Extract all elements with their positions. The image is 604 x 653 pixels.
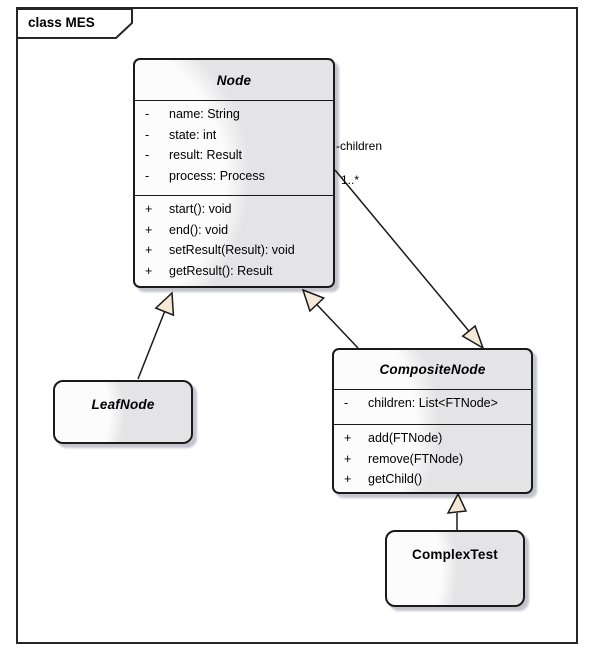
class-node[interactable]: Node - name: String - state: int - resul… [133, 58, 335, 288]
attributes-compartment-node: - name: String - state: int - result: Re… [135, 100, 333, 195]
method-row: + start(): void [145, 202, 329, 223]
visibility-symbol: + [344, 431, 352, 445]
generalization-arrowhead-icon [446, 492, 468, 514]
association-multiplicity-label: 1..* [341, 173, 360, 187]
visibility-symbol: - [145, 127, 150, 142]
method-text: getResult(): Result [169, 263, 273, 278]
generalization-complextest-to-compositenode[interactable] [446, 492, 468, 530]
generalization-compositenode-to-node[interactable] [301, 288, 359, 349]
class-leafnode[interactable]: LeafNode [53, 380, 193, 444]
class-name-leafnode: LeafNode [91, 397, 155, 412]
attributes-compartment-compositenode: - children: List<FTNode> [334, 389, 531, 424]
method-text: getChild() [368, 472, 423, 486]
association-arrowhead-icon [461, 324, 485, 350]
method-row: + end(): void [145, 223, 329, 244]
class-name-complextest: ComplexTest [412, 547, 498, 562]
method-text: start(): void [169, 202, 232, 216]
visibility-symbol: + [344, 451, 352, 466]
generalization-line [316, 303, 359, 349]
visibility-symbol: + [145, 202, 153, 216]
frame-label: class MES [28, 15, 95, 30]
method-text: remove(FTNode) [368, 451, 464, 466]
method-text: end(): void [169, 222, 229, 237]
class-name-compositenode: CompositeNode [379, 362, 486, 377]
class-complextest[interactable]: ComplexTest [385, 530, 525, 607]
attribute-text: name: String [169, 107, 240, 121]
class-compositenode[interactable]: CompositeNode - children: List<FTNode> +… [332, 348, 533, 494]
attribute-row: - state: int [145, 128, 329, 149]
attribute-text: state: int [169, 127, 217, 142]
visibility-symbol: - [145, 107, 150, 121]
class-name-node: Node [216, 72, 252, 88]
visibility-symbol: - [145, 148, 150, 162]
attribute-text: children: List<FTNode> [368, 396, 498, 410]
visibility-symbol: - [344, 396, 349, 410]
method-text: setResult(Result): void [169, 243, 295, 257]
methods-compartment-node: + start(): void + end(): void + setResul… [135, 195, 333, 290]
attribute-row: - name: String [145, 107, 329, 128]
methods-compartment-compositenode: + add(FTNode) + remove(FTNode) + getChil… [334, 424, 531, 496]
association-role-label: -children [336, 139, 383, 153]
generalization-arrowhead-icon [154, 291, 175, 317]
method-row: + getResult(): Result [145, 264, 329, 285]
visibility-symbol: + [145, 243, 153, 257]
method-text: add(FTNode) [368, 431, 443, 445]
association-line [334, 169, 484, 349]
attribute-text: result: Result [169, 148, 242, 162]
generalization-arrowhead-icon [301, 288, 326, 313]
attribute-text: process: Process [169, 168, 265, 183]
visibility-symbol: + [145, 222, 153, 237]
attribute-row: - children: List<FTNode> [344, 396, 527, 417]
visibility-symbol: + [145, 263, 153, 278]
generalization-line [137, 311, 166, 380]
attribute-row: - process: Process [145, 169, 329, 190]
attribute-row: - result: Result [145, 148, 329, 169]
method-row: + add(FTNode) [344, 431, 527, 452]
method-row: + setResult(Result): void [145, 243, 329, 264]
association-children[interactable] [334, 169, 485, 350]
generalization-leafnode-to-node[interactable] [137, 291, 175, 380]
visibility-symbol: + [344, 472, 352, 486]
visibility-symbol: - [145, 168, 150, 183]
method-row: + remove(FTNode) [344, 452, 527, 473]
method-row: + getChild() [344, 472, 527, 493]
